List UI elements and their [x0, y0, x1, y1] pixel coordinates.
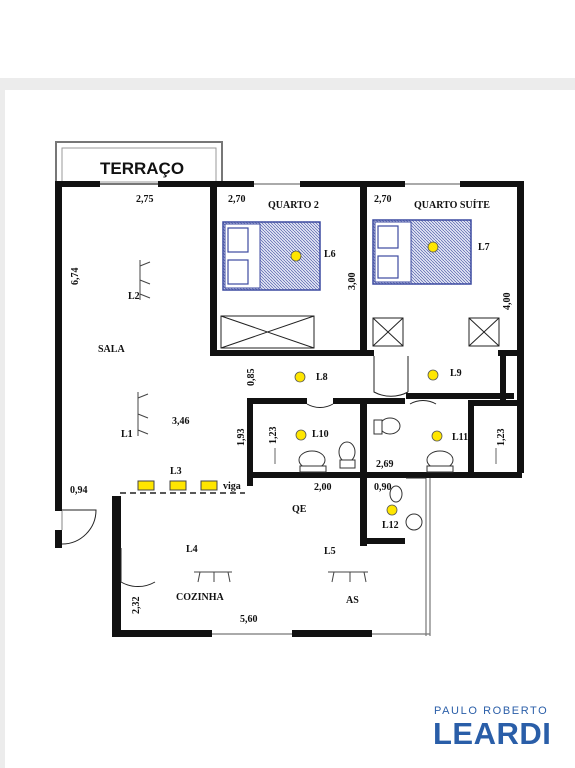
light-label-l9: L9: [450, 368, 462, 379]
bathroom-fixtures: [274, 417, 497, 531]
terraco-label: TERRAÇO: [100, 159, 184, 178]
quarto-suite-label: QUARTO SUÍTE: [414, 199, 490, 211]
cozinha-label: COZINHA: [176, 592, 225, 603]
dim-kitchen-depth: 2,32: [131, 597, 142, 615]
dim-sala-height: 6,74: [70, 268, 81, 286]
light-label-l8: L8: [316, 372, 328, 383]
l3-spotlights: [120, 480, 245, 494]
sala-label: SALA: [98, 344, 125, 355]
bed-quarto-2: [222, 221, 321, 291]
dim-suite-width: 2,70: [374, 194, 392, 205]
dim-bath-depth: 1,93: [236, 429, 247, 447]
thin-lines: [61, 183, 460, 636]
light-label-l6: L6: [324, 249, 336, 260]
bed-quarto-suite: [372, 219, 472, 285]
dim-hall-gap: 0,85: [246, 369, 257, 387]
top-blank-strip: [0, 0, 575, 78]
walls: [55, 181, 524, 637]
light-label-l7: L7: [478, 242, 490, 253]
doors: [61, 356, 437, 588]
light-label-l1: L1: [121, 429, 133, 440]
dim-quarto2-width: 2,70: [228, 194, 246, 205]
dim-kitchen-width: 5,60: [240, 614, 258, 625]
dim-bath1-width: 1,23: [268, 427, 279, 445]
light-label-l3: L3: [170, 466, 182, 477]
viga-label: viga: [223, 481, 241, 492]
light-label-l12: L12: [382, 520, 399, 531]
dim-quarto2-depth: 3,00: [347, 273, 358, 291]
dim-wc-width: 0,90: [374, 482, 392, 493]
brand-tagline: PAULO ROBERTO: [434, 705, 549, 717]
dim-sala-width: 2,75: [136, 194, 154, 205]
dim-hall-width: 3,46: [172, 416, 190, 427]
light-label-l4: L4: [186, 544, 198, 555]
light-points: [290, 241, 443, 516]
dim-bath2-width: 1,23: [496, 429, 507, 447]
brand-logo: LEARDI: [433, 716, 552, 751]
dim-door-width: 0,94: [70, 485, 88, 496]
dim-suite-depth: 4,00: [502, 293, 513, 311]
light-label-l11: L11: [452, 432, 468, 443]
as-label: AS: [346, 595, 359, 606]
floor-plan-sheet: [5, 90, 575, 768]
qe-label: QE: [292, 504, 307, 515]
light-label-l5: L5: [324, 546, 336, 557]
dim-suite-bath-width: 2,69: [376, 459, 394, 470]
light-label-l10: L10: [312, 429, 329, 440]
quarto2-label: QUARTO 2: [268, 200, 319, 211]
dim-qe-width: 2,00: [314, 482, 332, 493]
light-label-l2: L2: [128, 291, 140, 302]
pendant-fixtures: [137, 260, 368, 583]
closets: [220, 315, 500, 349]
